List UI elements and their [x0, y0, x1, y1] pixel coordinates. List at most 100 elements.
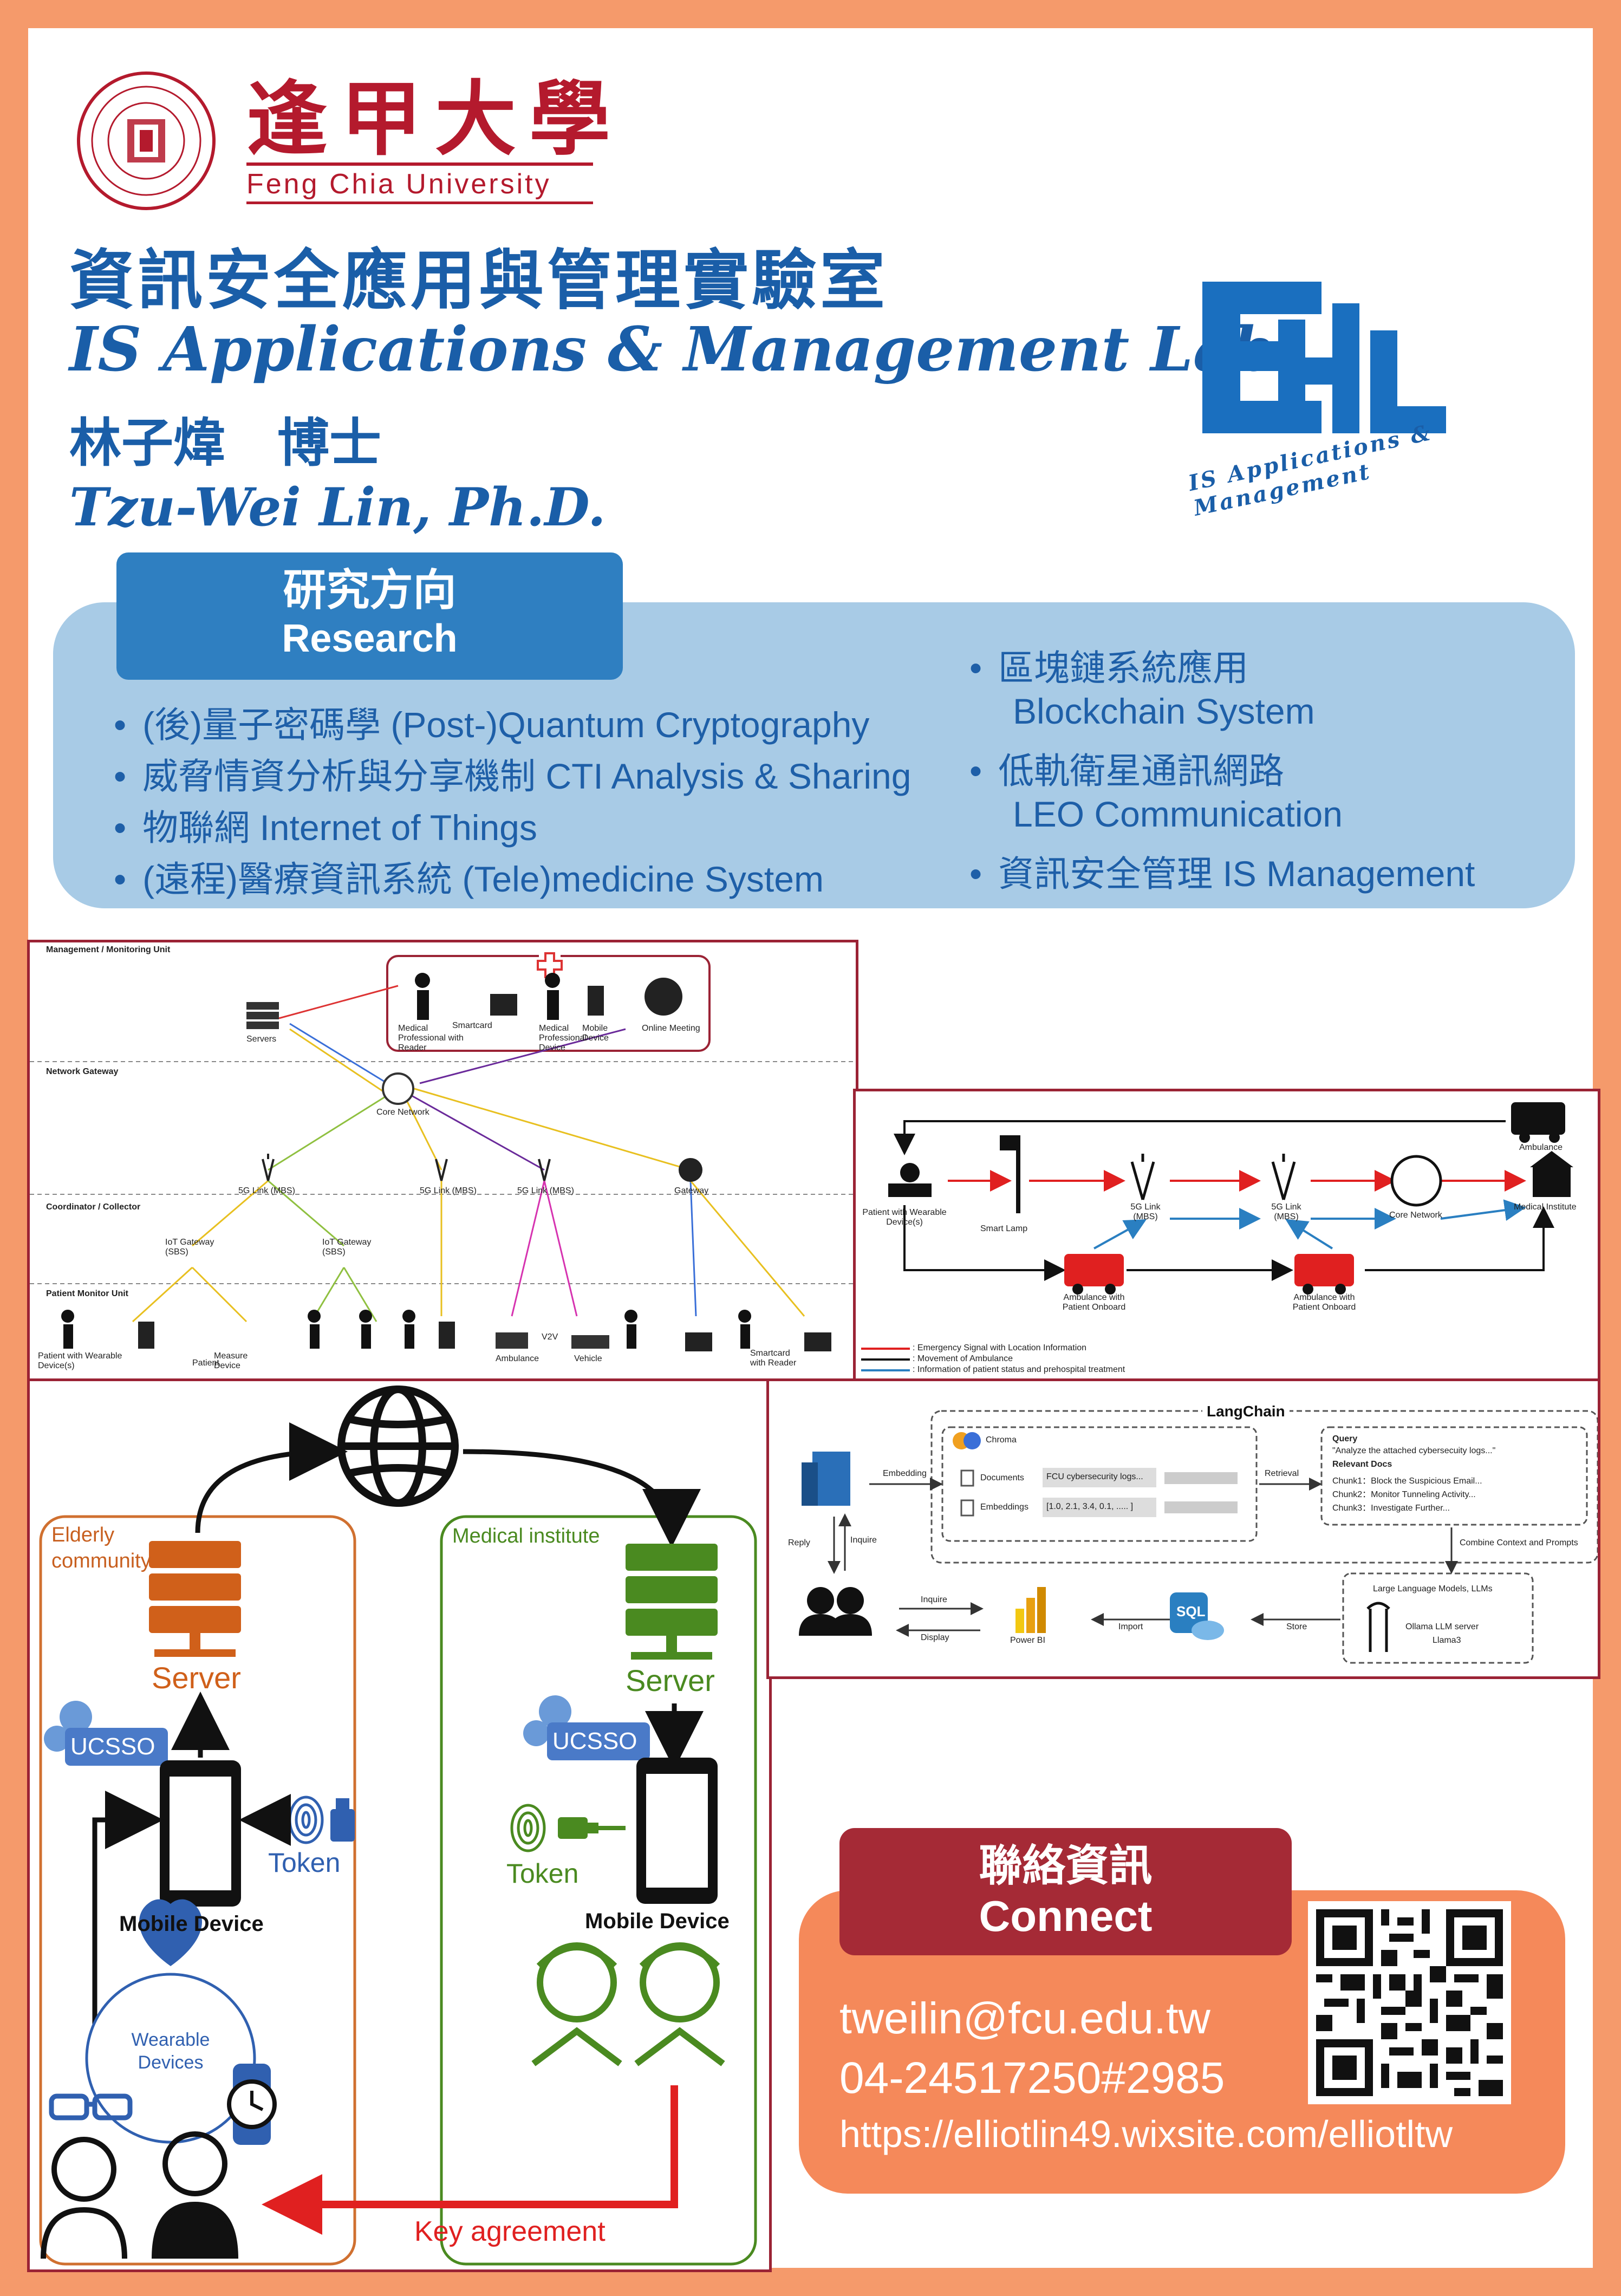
- server-icon: [149, 1541, 241, 1657]
- research-item-en: LEO Communication: [1013, 794, 1343, 834]
- label-token: Token: [506, 1858, 579, 1889]
- qr-code[interactable]: [1308, 1901, 1511, 2104]
- label-smartcard: Smartcard: [452, 1021, 492, 1030]
- label-ambulance: Ambulance: [1519, 1143, 1563, 1152]
- ucsso-gear-icon: [44, 1701, 92, 1752]
- label-power-bi: Power BI: [1010, 1636, 1045, 1645]
- ambulance-diagram: Ambulance Patient with Wearable Device(s…: [853, 1089, 1600, 1384]
- fingerprint-icon: [288, 1796, 324, 1844]
- people-icons: [61, 973, 751, 1349]
- label-chunk: Chunk3：Investigate Further...: [1332, 1504, 1450, 1513]
- label-online-meeting: Online Meeting: [642, 1024, 700, 1033]
- research-item: 資訊安全管理 IS Management: [969, 845, 1475, 896]
- label-chunk: Chunk2：Monitor Tunneling Activity...: [1332, 1490, 1476, 1499]
- research-title-zh: 研究方向: [283, 565, 457, 615]
- label-core-network: Core Network: [376, 1108, 429, 1117]
- label-5g-link: 5G Link (MBS): [420, 1186, 477, 1195]
- label-llama: Llama3: [1433, 1636, 1461, 1645]
- label-chroma: Chroma: [986, 1435, 1017, 1445]
- label-iot-gateway: IoT Gateway (SBS): [165, 1238, 214, 1257]
- label-import: Import: [1118, 1622, 1143, 1631]
- contact-phone[interactable]: 04-24517250#2985: [839, 2053, 1225, 2103]
- ucsso-badge: [65, 1728, 168, 1766]
- research-item: 低軌衛星通訊網路: [969, 742, 1475, 793]
- research-item: (後)量子密碼學 (Post-)Quantum Cryptography: [114, 696, 911, 747]
- contact-title-box: 聯絡資訊 Connect: [839, 1828, 1292, 1955]
- core-network-icon: [382, 1072, 414, 1105]
- label-med-pro-device: Medical Professional Device: [539, 1024, 587, 1052]
- label-iot-gateway: IoT Gateway (SBS): [322, 1238, 372, 1257]
- contact-email[interactable]: tweilin@fcu.edu.tw: [839, 1994, 1210, 2043]
- label-measure-device: Measure Device: [214, 1351, 248, 1370]
- research-item: 威脅情資分析與分享機制 CTI Analysis & Sharing: [114, 747, 911, 799]
- research-list-left: (後)量子密碼學 (Post-)Quantum Cryptography 威脅情…: [114, 696, 911, 902]
- label-mobile-device: Mobile Device: [585, 1909, 730, 1933]
- mobile-device-icon: [636, 1758, 718, 1904]
- smart-lamp-icon: [1000, 1135, 1020, 1213]
- label-v2v: V2V: [542, 1332, 558, 1342]
- legend-item: : Information of patient status and preh…: [913, 1365, 1125, 1374]
- medical-staff-icon: [531, 1942, 725, 2066]
- label-ambulance-onboard: Ambulance with Patient Onboard: [1292, 1293, 1356, 1312]
- section-label: Management / Monitoring Unit: [46, 945, 171, 954]
- research-item: 物聯網 Internet of Things: [114, 799, 911, 850]
- doc-icon: [960, 1469, 974, 1517]
- chroma-icon: [953, 1432, 981, 1449]
- contact-url[interactable]: https://elliotlin49.wixsite.com/elliotlt…: [839, 2113, 1453, 2155]
- tower-icon: [1130, 1154, 1296, 1200]
- ucsso-diagram: Elderly community Medical institute Serv…: [27, 1378, 772, 2272]
- label-reply: Reply: [788, 1538, 810, 1547]
- servers-icon: [246, 1002, 279, 1029]
- label-chunk: Chunk1：Block the Suspicious Email...: [1332, 1477, 1482, 1486]
- label-servers: Servers: [246, 1035, 277, 1044]
- label-combine: Combine Context and Prompts: [1460, 1538, 1578, 1547]
- label-mobile-device: Mobile Device: [119, 1912, 264, 1936]
- label-embedding: Embedding: [883, 1469, 927, 1478]
- label-ucsso: UCSSO: [70, 1733, 155, 1760]
- research-item: 區塊鏈系統應用: [969, 639, 1475, 691]
- llama-icon: [1366, 1602, 1390, 1652]
- legend-item: : Emergency Signal with Location Informa…: [913, 1343, 1087, 1352]
- iot-network-diagram: Management / Monitoring Unit Network Gat…: [27, 940, 858, 1384]
- power-bi-icon: [1015, 1587, 1046, 1633]
- heart-icon: [139, 1899, 202, 1966]
- lab-logo: [1159, 271, 1462, 531]
- label-patient-wearable: Patient with Wearable Device(s): [862, 1208, 947, 1227]
- langchain-diagram: LangChain Chroma Documents FCU cybersecu…: [766, 1378, 1600, 1679]
- usb-token-icon: [330, 1798, 355, 1842]
- label-display: Display: [921, 1633, 949, 1642]
- label-gateway: Gateway: [674, 1186, 709, 1195]
- label-mobile-device: Mobile Device: [582, 1024, 609, 1043]
- gateway-icon: [679, 1158, 702, 1182]
- label-inquire: Inquire: [850, 1536, 877, 1545]
- research-title-en: Research: [282, 617, 458, 660]
- ucsso-gear-icon: [523, 1695, 571, 1746]
- label-ambulance: Ambulance: [496, 1354, 539, 1363]
- research-item: (遠程)醫療資訊系統 (Tele)medicine System: [114, 850, 911, 902]
- lab-name-zh: 資訊安全應用與管理實驗室: [69, 243, 888, 318]
- glasses-icon: [49, 2093, 133, 2121]
- fingerprint-icon: [510, 1804, 546, 1852]
- university-seal: [76, 70, 217, 211]
- label-doc-value: FCU cybersecurity logs...: [1046, 1472, 1143, 1481]
- ucsso-badge: [547, 1722, 650, 1760]
- label-patient: Patient: [192, 1358, 219, 1368]
- label-query-text: "Analyze the attached cybersecuity logs.…: [1332, 1446, 1496, 1455]
- label-5g-link: 5G Link (MBS): [1271, 1202, 1301, 1221]
- label-embeddings: Embeddings: [980, 1503, 1028, 1512]
- ambulance-onboard-icon: [1064, 1254, 1124, 1295]
- server-icon: [626, 1544, 718, 1660]
- label-inquire: Inquire: [921, 1595, 947, 1604]
- label-smart-lamp: Smart Lamp: [980, 1224, 1028, 1233]
- label-5g-link: 5G Link (MBS): [517, 1186, 574, 1195]
- research-title-box: 研究方向 Research: [116, 552, 623, 680]
- network-links: [132, 985, 805, 1323]
- label-key-agreement: Key agreement: [414, 2216, 606, 2247]
- elderly-people-icon: [41, 2131, 238, 2259]
- label-server: Server: [626, 1663, 715, 1697]
- label-smartcard-reader: Smartcard with Reader: [750, 1349, 797, 1368]
- server-stack-icon: [802, 1452, 850, 1506]
- label-retrieval: Retrieval: [1265, 1469, 1299, 1478]
- users-icon: [799, 1587, 872, 1636]
